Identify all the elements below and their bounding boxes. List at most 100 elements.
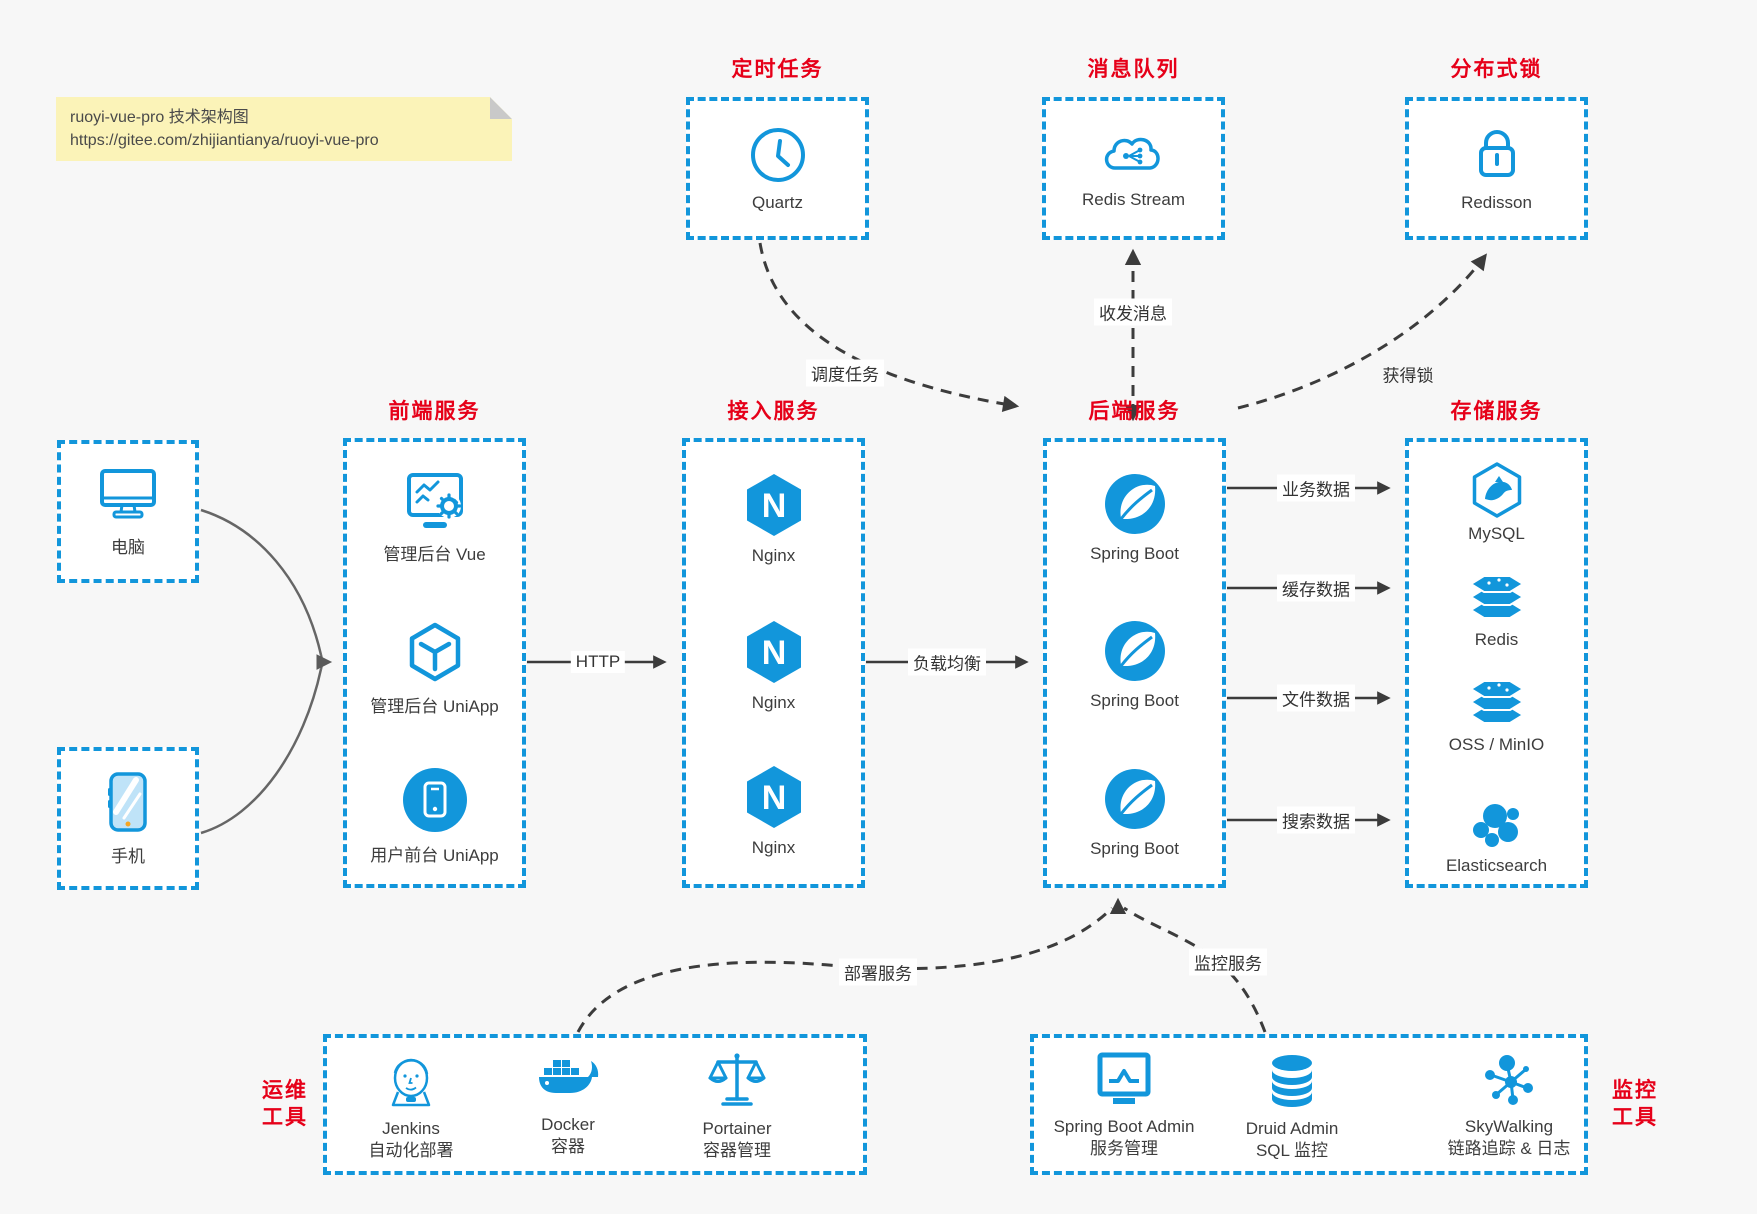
pc-label: 电脑: [111, 538, 145, 557]
skywalking-label: SkyWalking: [1464, 1117, 1554, 1136]
nginx-icon: N: [686, 472, 861, 538]
docker-item: Docker 容器: [488, 1052, 648, 1158]
redis-stack-icon: [1409, 570, 1584, 624]
acquire-lock-edge-label: 获得锁: [1382, 366, 1434, 386]
docker-sub-label: 容器: [551, 1137, 585, 1156]
svg-text:N: N: [761, 487, 786, 525]
svg-text:N: N: [761, 779, 786, 817]
jenkins-label: Jenkins: [382, 1119, 440, 1138]
backend-box: Spring Boot Spring Boot Spring Boot: [1043, 438, 1226, 888]
sticky-note-title: ruoyi-vue-pro 技术架构图: [70, 109, 249, 126]
scheduler-group-title: 定时任务: [731, 58, 824, 81]
elasticsearch-icon: [1409, 800, 1584, 852]
uniapp-cube-icon: [347, 620, 522, 684]
admin-vue-node: 管理后台 Vue: [347, 470, 522, 565]
nginx-icon: N: [686, 619, 861, 685]
lock-group-title: 分布式锁: [1450, 58, 1543, 81]
docker-icon: [488, 1052, 648, 1106]
monitor-side-label: 监控 工具: [1612, 1079, 1658, 1129]
druid-database-icon: [1202, 1052, 1382, 1110]
redis-stream-label: Redis Stream: [1082, 189, 1185, 209]
mobile-client-box: 手机: [57, 747, 199, 890]
user-app-icon: [347, 767, 522, 833]
svg-text:N: N: [761, 634, 786, 672]
portainer-sub-label: 容器管理: [703, 1141, 771, 1160]
cloud-share-icon: [1101, 128, 1167, 182]
spring-boot-node: Spring Boot: [1047, 619, 1222, 711]
spring-boot-icon: [1047, 619, 1222, 683]
spring-boot-node: Spring Boot: [1047, 767, 1222, 859]
jenkins-icon: [331, 1052, 491, 1110]
deploy-edge-label: 部署服务: [839, 958, 917, 986]
spring-boot-admin-icon: [1034, 1052, 1214, 1108]
spring-boot-admin-label: Spring Boot Admin: [1053, 1117, 1195, 1136]
mysql-label: MySQL: [1468, 524, 1525, 543]
cache-data-edge-label: 缓存数据: [1277, 574, 1355, 602]
ops-side-label: 运维 工具: [262, 1079, 308, 1129]
storage-box: MySQL Redis OSS: [1405, 438, 1588, 888]
load-balance-edge-label: 负载均衡: [908, 648, 986, 676]
spring-boot-label: Spring Boot: [1090, 544, 1179, 563]
spring-boot-admin-sub-label: 服务管理: [1090, 1139, 1158, 1158]
acquire-lock-arrow: [1237, 253, 1487, 410]
portainer-icon: [657, 1052, 817, 1110]
sticky-note: ruoyi-vue-pro 技术架构图 https://gitee.com/zh…: [56, 97, 512, 161]
mobile-label: 手机: [111, 847, 145, 866]
druid-admin-item: Druid Admin SQL 监控: [1202, 1052, 1382, 1162]
mq-group-title: 消息队列: [1087, 58, 1180, 81]
nginx-label: Nginx: [751, 693, 796, 712]
user-uniapp-node: 用户前台 UniApp: [347, 767, 522, 866]
search-data-edge-label: 搜索数据: [1277, 806, 1355, 834]
skywalking-item: SkyWalking 链路追踪 & 日志: [1419, 1052, 1599, 1160]
pc-client-box: 电脑: [57, 440, 199, 583]
druid-admin-sub-label: SQL 监控: [1255, 1141, 1329, 1160]
oss-minio-node: OSS / MinIO: [1409, 675, 1584, 755]
admin-vue-label: 管理后台 Vue: [383, 545, 486, 564]
spring-boot-icon: [1047, 472, 1222, 536]
admin-vue-icon: [347, 470, 522, 532]
nginx-node: N Nginx: [686, 619, 861, 713]
oss-minio-label: OSS / MinIO: [1448, 735, 1545, 754]
redis-node: Redis: [1409, 570, 1584, 650]
monitoring-edge-label: 监控服务: [1189, 948, 1267, 976]
file-data-edge-label: 文件数据: [1277, 684, 1355, 712]
storage-column-title: 存储服务: [1450, 400, 1543, 423]
http-edge-label: HTTP: [570, 651, 626, 673]
frontend-column-title: 前端服务: [388, 400, 481, 423]
user-uniapp-label: 用户前台 UniApp: [370, 846, 499, 865]
nginx-node: N Nginx: [686, 764, 861, 858]
redis-stream-box: Redis Stream: [1042, 97, 1225, 240]
nginx-icon: N: [686, 764, 861, 830]
jenkins-sub-label: 自动化部署: [368, 1141, 454, 1160]
gateway-box: N Nginx N Nginx N Nginx: [682, 438, 865, 888]
spring-boot-icon: [1047, 767, 1222, 831]
admin-uniapp-label: 管理后台 UniApp: [370, 697, 499, 716]
frontend-box: 管理后台 Vue 管理后台 UniApp 用户前台 UniApp: [343, 438, 526, 888]
portainer-label: Portainer: [702, 1119, 772, 1138]
schedule-task-edge-label: 调度任务: [806, 359, 884, 387]
monitor-tools-box: Spring Boot Admin 服务管理 Druid Admin SQL 监…: [1030, 1034, 1588, 1175]
clock-icon: [748, 125, 808, 185]
message-edge-label: 收发消息: [1094, 298, 1172, 326]
spring-boot-node: Spring Boot: [1047, 472, 1222, 564]
redis-label: Redis: [1474, 630, 1519, 649]
mobile-icon: [100, 770, 156, 834]
sticky-note-url: https://gitee.com/zhijiantianya/ruoyi-vu…: [70, 132, 379, 149]
docker-label: Docker: [541, 1115, 595, 1134]
skywalking-sub-label: 链路追踪 & 日志: [1447, 1139, 1571, 1158]
spring-boot-label: Spring Boot: [1090, 839, 1179, 858]
desktop-icon: [96, 465, 160, 525]
portainer-item: Portainer 容器管理: [657, 1052, 817, 1162]
redisson-box: Redisson: [1405, 97, 1588, 240]
nginx-node: N Nginx: [686, 472, 861, 566]
elasticsearch-label: Elasticsearch: [1445, 856, 1548, 875]
business-data-edge-label: 业务数据: [1277, 474, 1355, 502]
jenkins-item: Jenkins 自动化部署: [331, 1052, 491, 1162]
skywalking-icon: [1419, 1052, 1599, 1108]
spring-boot-label: Spring Boot: [1090, 691, 1179, 710]
gateway-column-title: 接入服务: [727, 400, 820, 423]
nginx-label: Nginx: [751, 838, 796, 857]
client-merge-arrow: [200, 508, 333, 835]
quartz-box: Quartz: [686, 97, 869, 240]
